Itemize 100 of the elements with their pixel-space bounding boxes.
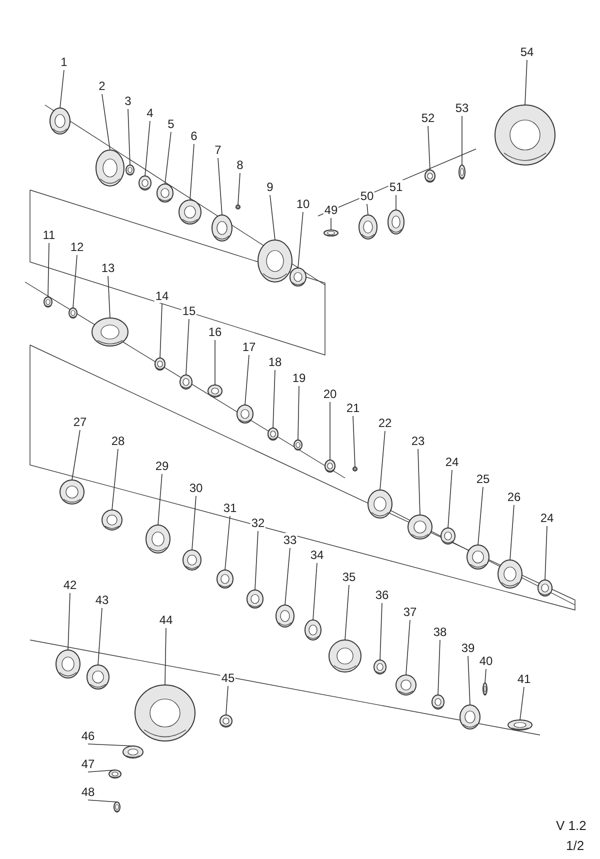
- callout-number: 18: [267, 355, 283, 369]
- part-drawing: [96, 150, 124, 186]
- callout-number: 9: [266, 180, 274, 194]
- part-drawing: [498, 560, 522, 588]
- leader-line: [344, 584, 350, 640]
- leader-line: [158, 474, 162, 526]
- callout-number: 27: [72, 415, 88, 429]
- leader-line: [238, 172, 240, 206]
- callout-number: 42: [62, 578, 78, 592]
- leader-line: [88, 770, 116, 772]
- leader-line: [380, 430, 386, 490]
- leader-line: [98, 608, 102, 666]
- part-drawing: [180, 374, 192, 390]
- leader-line: [186, 318, 190, 376]
- leader-line: [88, 800, 118, 802]
- leader-line: [484, 668, 486, 684]
- callout-number: 22: [377, 416, 393, 430]
- callout-number: 47: [80, 757, 96, 771]
- callout-number: 48: [80, 785, 96, 799]
- callout-number: 52: [420, 111, 436, 125]
- part-drawing: [482, 682, 488, 696]
- part-drawing: [246, 590, 264, 608]
- callout-number: 25: [475, 472, 491, 486]
- callout-number: 33: [282, 533, 298, 547]
- callout-number: 8: [236, 158, 244, 172]
- callout-number: 37: [402, 605, 418, 619]
- part-drawing: [324, 230, 338, 236]
- leader-line: [102, 94, 110, 150]
- leader-line: [226, 686, 228, 716]
- callout-number: 40: [478, 654, 494, 668]
- callout-number: 5: [166, 117, 176, 131]
- callout-number: 21: [345, 401, 361, 415]
- callout-number: 54: [519, 45, 535, 59]
- leader-line: [144, 120, 150, 176]
- part-drawing: [178, 200, 202, 224]
- leader-line: [478, 486, 484, 546]
- callout-number: 44: [158, 613, 174, 627]
- callout-number: 43: [94, 593, 110, 607]
- part-drawing: [328, 640, 362, 672]
- leader-line: [218, 158, 222, 216]
- part-drawing: [114, 802, 120, 812]
- leader-line: [448, 470, 452, 528]
- leader-line: [190, 144, 194, 200]
- leader-line: [418, 448, 420, 516]
- part-drawing: [268, 428, 278, 440]
- callout-number: 32: [250, 516, 266, 530]
- part-drawing: [396, 674, 416, 696]
- leader-line: [312, 562, 318, 620]
- callout-number: 53: [454, 101, 470, 115]
- callout-number: 19: [291, 371, 307, 385]
- callout-number: 1: [60, 55, 68, 69]
- part-drawing: [508, 720, 532, 730]
- part-drawing: [134, 684, 196, 742]
- part-drawing: [50, 108, 70, 134]
- leader-line: [60, 70, 64, 108]
- leader-line: [380, 602, 382, 660]
- leader-line: [272, 370, 276, 428]
- callout-number: 7: [214, 143, 222, 157]
- callout-number: 31: [222, 501, 238, 515]
- callout-number: 35: [341, 570, 357, 584]
- part-drawing: [220, 714, 232, 728]
- leader-line: [510, 504, 514, 560]
- callout-number: 38: [432, 625, 448, 639]
- leader-line: [428, 126, 430, 170]
- callout-number: 17: [241, 340, 257, 354]
- part-drawing: [156, 184, 174, 202]
- leader-line: [164, 132, 172, 184]
- callout-number: 20: [322, 387, 338, 401]
- callout-number: 10: [295, 197, 311, 211]
- callout-number: 3: [124, 94, 132, 108]
- leader-line: [48, 242, 50, 298]
- callout-number: 14: [154, 289, 170, 303]
- leader-line: [406, 620, 410, 676]
- leader-line: [524, 60, 528, 106]
- callout-number: 50: [359, 189, 375, 203]
- version-note: 1/2: [566, 838, 584, 853]
- leader-line: [284, 548, 290, 606]
- leader-line: [244, 354, 250, 406]
- part-drawing: [154, 358, 166, 370]
- callout-number: 24: [444, 455, 460, 469]
- callout-number: 16: [207, 325, 223, 339]
- callout-number: 49: [323, 203, 339, 217]
- part-drawing: [358, 214, 378, 240]
- part-drawing: [56, 650, 80, 678]
- leader-line: [520, 686, 524, 720]
- leader-line: [88, 744, 134, 746]
- leader-line: [366, 204, 368, 216]
- callout-number: 30: [188, 481, 204, 495]
- part-drawing: [538, 580, 552, 596]
- part-drawing: [236, 204, 240, 210]
- callout-number: 11: [42, 228, 56, 242]
- part-drawing: [388, 210, 404, 234]
- part-drawing: [138, 176, 152, 190]
- leader-line: [72, 254, 78, 308]
- leader-line: [72, 430, 80, 480]
- callout-number: 41: [516, 672, 532, 686]
- callout-number: 2: [98, 79, 106, 93]
- leader-line: [128, 108, 130, 166]
- callout-number: 13: [100, 261, 116, 275]
- callout-number: 15: [181, 304, 197, 318]
